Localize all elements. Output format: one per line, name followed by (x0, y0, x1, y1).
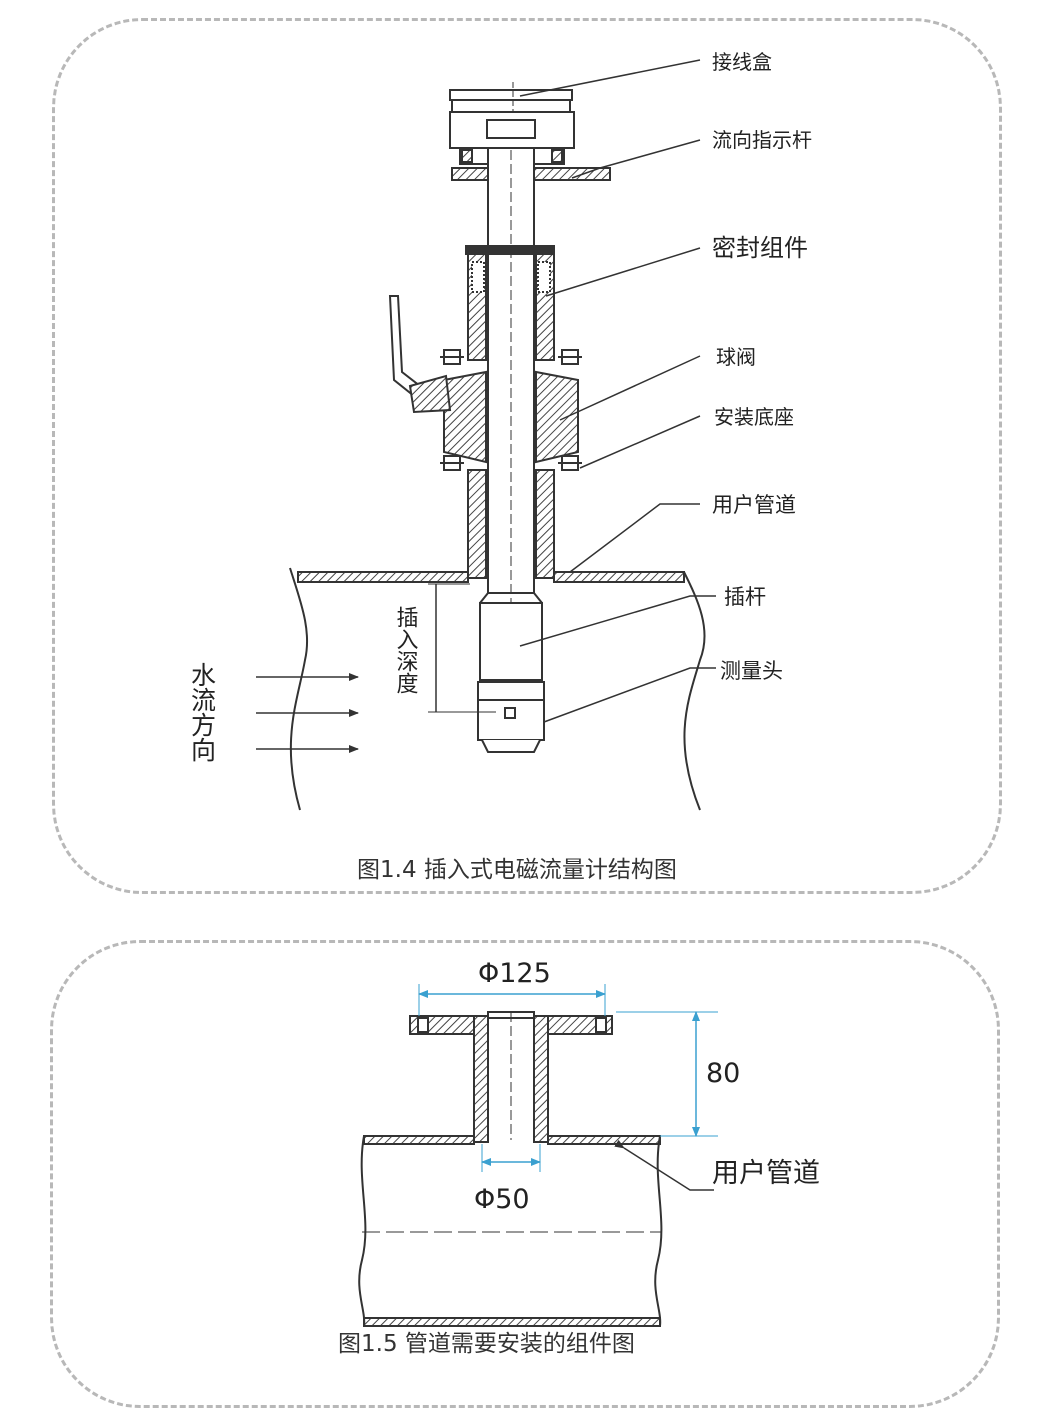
label-junction-box: 接线盒 (712, 50, 772, 74)
mounting-base-right (535, 469, 555, 579)
label-nozzle-height: 80 (706, 1058, 740, 1089)
main-pipe-break-right (654, 1135, 663, 1327)
mounting-base-left (467, 469, 487, 579)
dimension-lines (418, 984, 718, 1172)
figure-2-caption: 图1.5 管道需要安装的组件图 (338, 1331, 635, 1357)
junction-box-cap (449, 89, 573, 101)
leader-lines (519, 59, 716, 723)
component-drawing (358, 1011, 714, 1327)
figure-1-caption: 图1.4 插入式电磁流量计结构图 (357, 857, 677, 883)
pipe-break-right (683, 571, 706, 811)
label-flow-rod: 流向指示杆 (712, 128, 812, 152)
user-pipe-wall-left (297, 571, 469, 583)
pipe-break-left (289, 567, 309, 811)
label-water-direction: 水流方向 (188, 662, 217, 762)
main-pipe-break-left (358, 1135, 367, 1327)
user-pipe-wall-right (553, 571, 685, 583)
figure-2-panel (50, 940, 1000, 1408)
valve-handle (388, 295, 422, 398)
figure-2-labels: Φ125 80 Φ50 用户管道 (474, 958, 820, 1215)
label-insertion-depth: 插入深度 (393, 606, 419, 694)
label-insert-rod: 插杆 (724, 585, 766, 609)
label-ball-valve: 球阀 (716, 345, 756, 369)
main-pipe-top-left (363, 1135, 475, 1145)
label-mounting-base: 安装底座 (714, 405, 794, 429)
flowmeter-drawing (256, 59, 716, 811)
user-pipe-leader (614, 1139, 714, 1191)
main-pipe-top-right (547, 1135, 661, 1145)
label-user-pipe: 用户管道 (712, 493, 796, 517)
label-bore-diameter: Φ50 (474, 1184, 530, 1215)
nozzle-right-wall (533, 1015, 549, 1143)
figure-1-panel (52, 18, 1002, 894)
ball-valve-left (443, 370, 487, 464)
label-measuring-head: 测量头 (720, 659, 783, 683)
ball-valve-right (535, 370, 579, 464)
figure-1-labels: 接线盒 流向指示杆 密封组件 球阀 安装底座 用户管道 插杆 测量头 插入深度 … (188, 50, 813, 762)
nozzle-left-wall (473, 1015, 489, 1143)
label-user-pipe-2: 用户管道 (712, 1158, 820, 1189)
label-seal-assembly: 密封组件 (712, 234, 808, 262)
label-flange-diameter: Φ125 (478, 958, 551, 989)
